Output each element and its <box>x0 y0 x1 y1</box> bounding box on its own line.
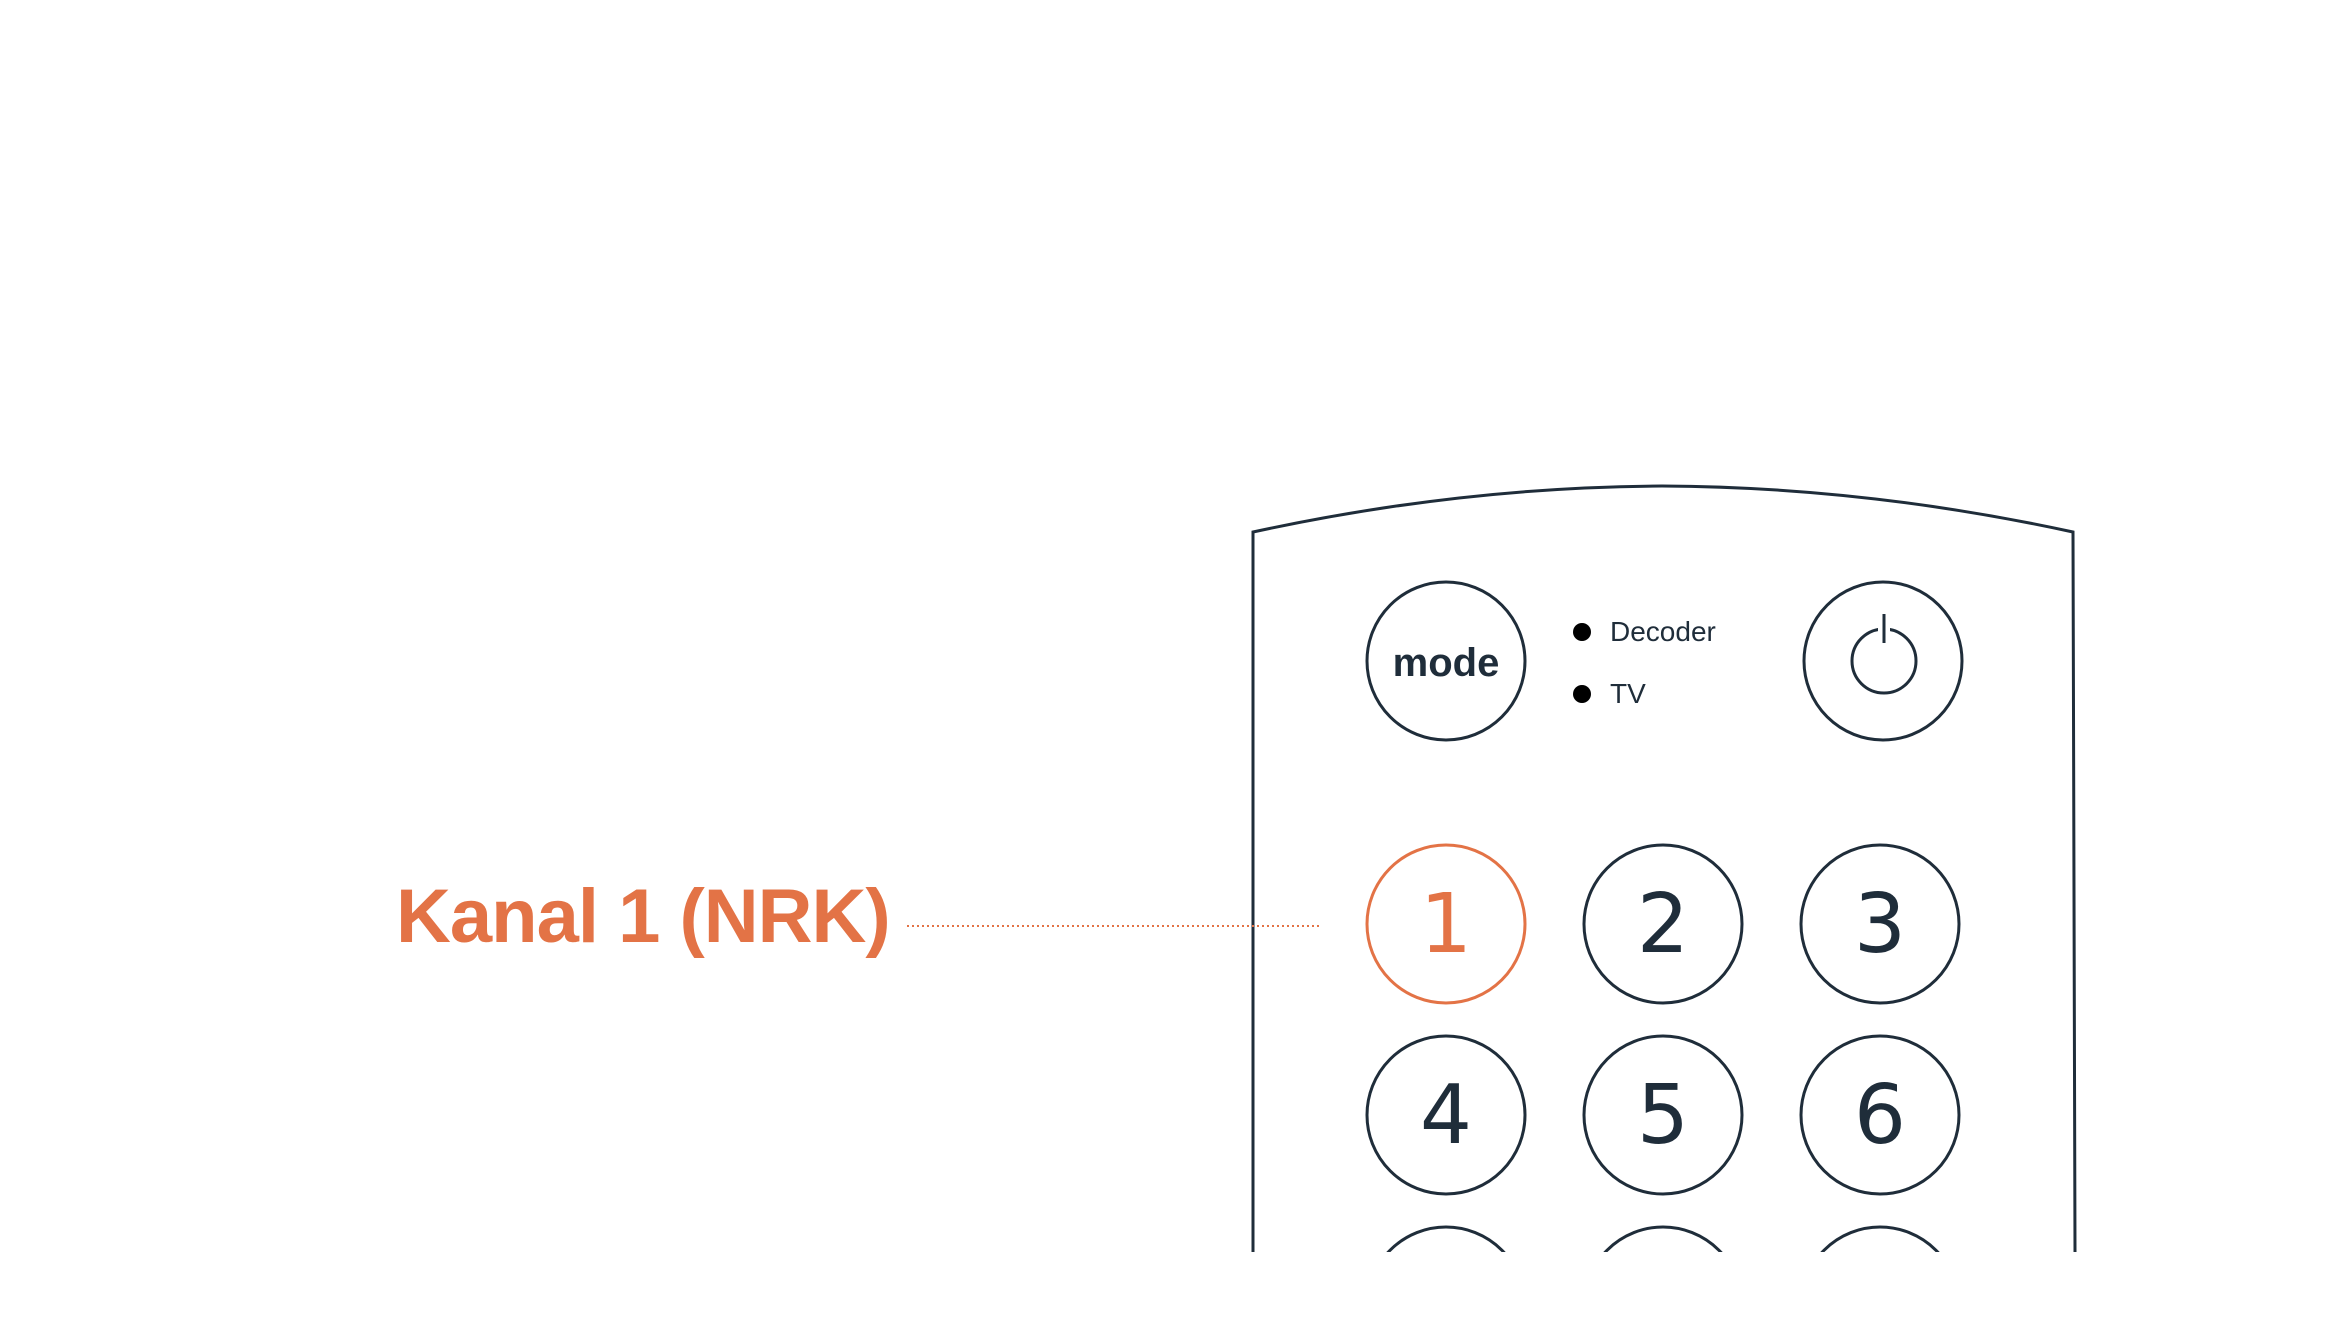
number-button-label: 1 <box>1420 877 1472 972</box>
number-button-1[interactable]: 1 <box>1365 843 1527 1005</box>
number-button-label: 2 <box>1637 877 1689 972</box>
number-button-partial <box>1386 1225 1506 1252</box>
power-icon <box>1850 612 1918 695</box>
indicator-dot <box>1573 623 1591 641</box>
number-button-label: 5 <box>1637 1068 1689 1163</box>
number-button-4[interactable]: 4 <box>1365 1034 1527 1196</box>
mode-button-label: mode <box>1393 641 1500 685</box>
mode-indicator-label: Decoder <box>1610 616 1716 647</box>
remote-body <box>1251 484 2077 1253</box>
indicator-dot <box>1573 685 1591 703</box>
number-button-2[interactable]: 2 <box>1582 843 1744 1005</box>
power-button[interactable] <box>1802 580 1964 742</box>
number-button-label: 6 <box>1854 1068 1906 1163</box>
number-button-label: 4 <box>1420 1068 1472 1163</box>
mode-button[interactable]: mode <box>1365 580 1527 742</box>
number-button-partial <box>1603 1225 1723 1252</box>
number-button-row-partial <box>1386 1225 1940 1252</box>
number-button-partial <box>1820 1225 1940 1252</box>
callout-label: Kanal 1 (NRK) <box>396 874 891 959</box>
mode-indicator-label: TV <box>1610 678 1646 709</box>
mode-indicator-tv: TV <box>1573 678 1646 709</box>
number-button-6[interactable]: 6 <box>1799 1034 1961 1196</box>
number-button-label: 3 <box>1854 877 1906 972</box>
number-button-3[interactable]: 3 <box>1799 843 1961 1005</box>
mode-indicator-decoder: Decoder <box>1573 616 1716 647</box>
number-button-5[interactable]: 5 <box>1582 1034 1744 1196</box>
